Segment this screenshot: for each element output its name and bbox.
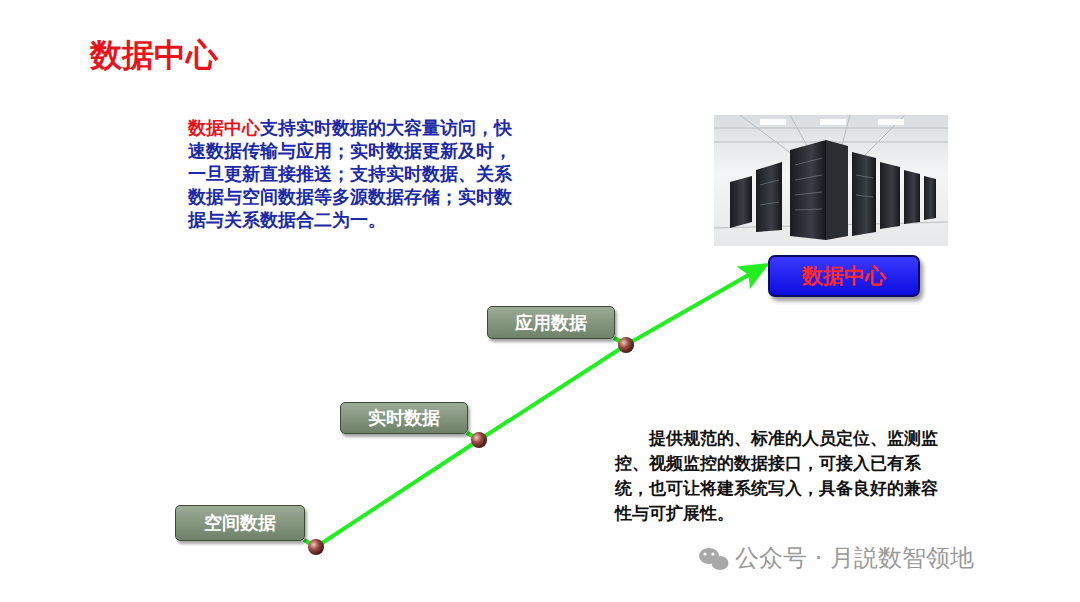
junction-dot [618, 337, 634, 353]
junction-dot [308, 539, 324, 555]
box-label: 应用数据 [515, 311, 587, 335]
server-room-picture [714, 115, 948, 246]
target-box: 数据中心 [768, 255, 920, 297]
watermark: 公众号 · 月説数智领地 [735, 542, 1065, 574]
box-label: 空间数据 [204, 511, 276, 535]
lead-term: 数据中心 [188, 117, 260, 138]
box-label: 数据中心 [802, 262, 886, 290]
flow-arrow [467, 338, 626, 440]
flow-arrow [304, 433, 479, 547]
stage-box: 空间数据 [175, 505, 305, 541]
description-block: 数据中心支持实时数据的大容量访问，快速数据传输与应用；实时数据更新及时，一旦更新… [188, 116, 524, 231]
stage-box: 应用数据 [487, 306, 615, 339]
stage-box: 实时数据 [340, 402, 468, 434]
page-title: 数据中心 [90, 34, 218, 78]
junction-dot [471, 432, 487, 448]
junction-dots [308, 337, 634, 555]
wechat-icon [699, 548, 729, 570]
flow-arrow [614, 265, 766, 345]
note-text: 提供规范的、标准的人员定位、监测监控、视频监控的数据接口，可接入已有系统，也可让… [615, 426, 947, 526]
box-label: 实时数据 [368, 406, 440, 430]
